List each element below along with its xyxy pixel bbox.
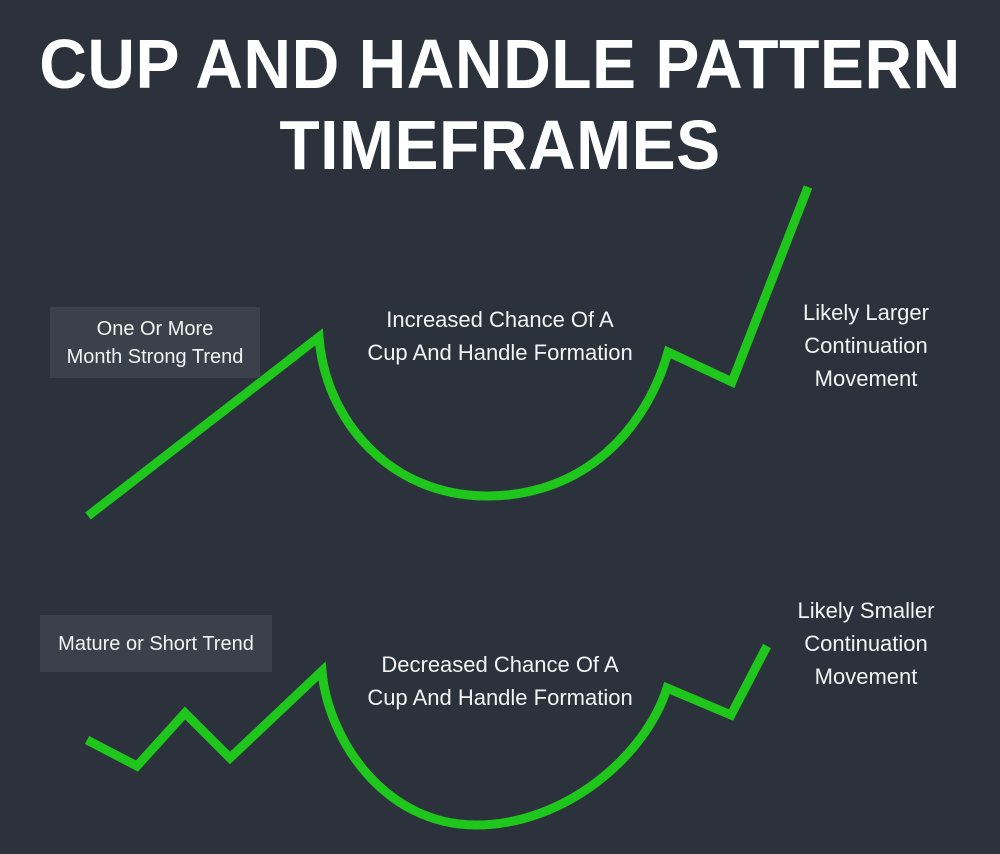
- top-center-label-line-1: Increased Chance Of A: [386, 307, 614, 332]
- page-title: CUP AND HANDLE PATTERN TIMEFRAMES: [0, 24, 1000, 186]
- bottom-center-label-line-2: Cup And Handle Formation: [367, 685, 633, 710]
- bottom-right-label: Likely Smaller Continuation Movement: [776, 594, 956, 693]
- bottom-trend-label-box: Mature or Short Trend: [40, 615, 272, 672]
- page-title-line-1: CUP AND HANDLE PATTERN: [39, 25, 961, 103]
- bottom-center-label: Decreased Chance Of A Cup And Handle For…: [310, 648, 690, 714]
- top-right-label-line-1: Likely Larger: [803, 300, 929, 325]
- top-pattern-line: [85, 185, 813, 520]
- bottom-center-label-line-1: Decreased Chance Of A: [381, 652, 619, 677]
- top-right-label: Likely Larger Continuation Movement: [776, 296, 956, 395]
- bottom-right-label-line-1: Likely Smaller: [797, 598, 935, 623]
- top-trend-label-box: One Or More Month Strong Trend: [50, 307, 260, 378]
- bottom-right-label-line-3: Movement: [814, 664, 918, 689]
- bottom-trend-label-line-1: Mature or Short Trend: [58, 632, 254, 655]
- top-right-label-line-3: Movement: [814, 366, 918, 391]
- top-center-label-line-2: Cup And Handle Formation: [367, 340, 633, 365]
- top-trend-label-line-1: One Or More: [96, 317, 214, 340]
- top-trend-label-line-2: Month Strong Trend: [66, 345, 244, 368]
- top-center-label: Increased Chance Of A Cup And Handle For…: [310, 303, 690, 369]
- top-right-label-line-2: Continuation: [804, 333, 928, 358]
- bottom-pattern-line: [84, 643, 771, 830]
- bottom-right-label-line-2: Continuation: [804, 631, 928, 656]
- page-title-line-2: TIMEFRAMES: [279, 105, 721, 184]
